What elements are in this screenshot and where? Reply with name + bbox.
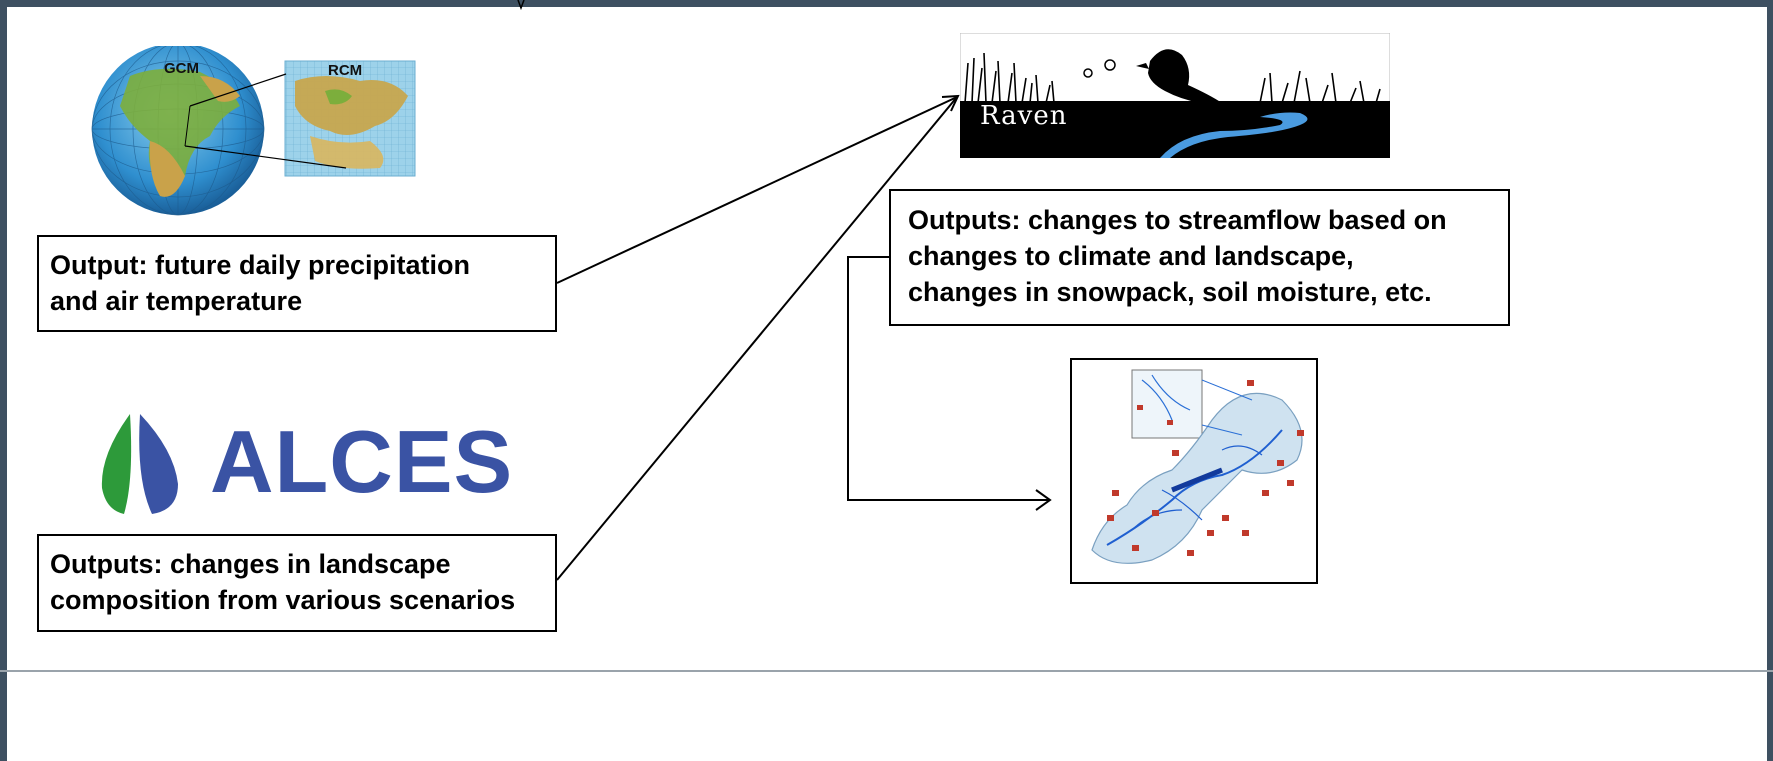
- raven-logo-icon: [959, 32, 1391, 159]
- hydrology-output-line-1: Outputs: changes to streamflow based on: [908, 205, 1447, 235]
- climate-output-line-2: and air temperature: [50, 286, 303, 316]
- alces-leaf-icon: [101, 414, 178, 514]
- watershed-map-icon: [1091, 369, 1304, 564]
- gcm-label: GCM: [164, 60, 199, 77]
- watershed-map: [1070, 358, 1318, 584]
- bottom-divider: [0, 670, 1773, 672]
- raven-logo-text: Raven: [980, 101, 1068, 131]
- landscape-output-box: Outputs: changes in landscape compositio…: [37, 534, 557, 632]
- raven-logo: Raven: [959, 32, 1391, 163]
- alces-logo-text: ALCES: [210, 412, 514, 511]
- arrow-landscape-to-raven: [556, 96, 958, 581]
- hydrology-output-line-2: changes to climate and landscape,: [908, 241, 1354, 271]
- landscape-output-line-2: composition from various scenarios: [50, 585, 516, 615]
- hydrology-output-line-3: changes in snowpack, soil moisture, etc.: [908, 277, 1432, 307]
- top-tick-mark: [517, 0, 525, 10]
- globe-rcm-icon: [91, 46, 416, 216]
- arrowhead-map: [1035, 489, 1052, 511]
- hydrology-output-box: Outputs: changes to streamflow based on …: [889, 189, 1510, 326]
- landscape-output-line-1: Outputs: changes in landscape: [50, 549, 451, 579]
- climate-output-line-1: Output: future daily precipitation: [50, 250, 470, 280]
- climate-output-box: Output: future daily precipitation and a…: [37, 235, 557, 332]
- arrow-climate-to-raven: [556, 96, 958, 284]
- arrowhead-raven: [941, 94, 960, 112]
- arrow-raven-to-map: [847, 256, 1050, 501]
- rcm-label: RCM: [328, 62, 363, 79]
